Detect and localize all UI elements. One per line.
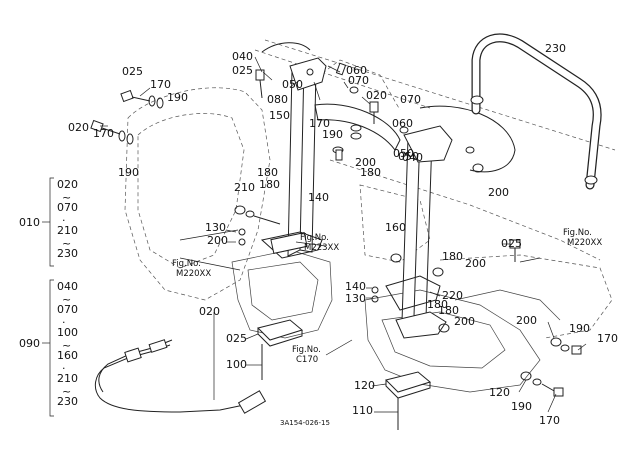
part-label: 060 bbox=[346, 64, 367, 77]
group-member: 040 bbox=[57, 280, 78, 293]
group-range-separator: ~ bbox=[62, 293, 71, 306]
part-label: 025 bbox=[501, 237, 522, 250]
part-label: 170 bbox=[309, 117, 330, 130]
group-member: 020 bbox=[57, 178, 78, 191]
group-member: 230 bbox=[57, 395, 78, 408]
part-label: 200 bbox=[516, 314, 537, 327]
part-label: 180 bbox=[257, 166, 278, 179]
part-label: 220 bbox=[442, 289, 463, 302]
figure-ref-line1: Fig.No. bbox=[563, 228, 592, 238]
part-label: 180 bbox=[427, 298, 448, 311]
drawing-code: 3A154-026-15 bbox=[280, 419, 330, 427]
part-label: 020 bbox=[366, 89, 387, 102]
group-member: 210 bbox=[57, 224, 78, 237]
part-label: 190 bbox=[118, 166, 139, 179]
figure-ref-line2: M223XX bbox=[304, 243, 339, 253]
figure-ref-line2: M220XX bbox=[176, 269, 211, 279]
group-range-separator: ~ bbox=[62, 237, 71, 250]
part-label: 050 bbox=[393, 147, 414, 160]
group-member: 230 bbox=[57, 247, 78, 260]
pedal-pads bbox=[257, 319, 432, 430]
figure-ref-line1: Fig.No. bbox=[292, 345, 321, 355]
part-label: 200 bbox=[465, 257, 486, 270]
part-label: 080 bbox=[267, 93, 288, 106]
part-label: 180 bbox=[438, 304, 459, 317]
part-label: 180 bbox=[360, 166, 381, 179]
part-label: 170 bbox=[93, 127, 114, 140]
part-label: 170 bbox=[539, 414, 560, 427]
part-label: 120 bbox=[489, 386, 510, 399]
pedal-covers bbox=[261, 42, 516, 173]
group-code: 090 bbox=[19, 337, 40, 350]
figure-references: Fig.No.M220XXFig.No.M223XXFig.No.C170Fig… bbox=[172, 228, 602, 365]
group-member: 210 bbox=[57, 372, 78, 385]
part-label: 190 bbox=[167, 91, 188, 104]
part-label: 230 bbox=[545, 42, 566, 55]
part-label: 190 bbox=[511, 400, 532, 413]
part-label: 180 bbox=[442, 250, 463, 263]
figure-ref: Fig.No.C170 bbox=[292, 345, 321, 365]
group-member: 070 bbox=[57, 201, 78, 214]
group-code: 010 bbox=[19, 216, 40, 229]
group-range-separator: · bbox=[62, 362, 66, 375]
part-label: 130 bbox=[345, 292, 366, 305]
part-label: 200 bbox=[207, 234, 228, 247]
part-label: 200 bbox=[488, 186, 509, 199]
part-label: 025 bbox=[122, 65, 143, 78]
part-label: 020 bbox=[199, 305, 220, 318]
part-label: 120 bbox=[354, 379, 375, 392]
part-label: 180 bbox=[259, 178, 280, 191]
group-range-separator: ~ bbox=[62, 339, 71, 352]
figure-ref-line1: Fig.No. bbox=[300, 233, 329, 243]
group-range-separator: · bbox=[62, 214, 66, 227]
left-pedal-column bbox=[260, 57, 327, 259]
part-label: 025 bbox=[232, 64, 253, 77]
part-label: 050 bbox=[398, 150, 419, 163]
part-label: 070 bbox=[348, 74, 369, 87]
figure-ref: Fig.No.M220XX bbox=[563, 228, 602, 248]
part-label: 140 bbox=[345, 280, 366, 293]
part-label: 140 bbox=[308, 191, 329, 204]
part-label: 060 bbox=[392, 117, 413, 130]
group-member: 100 bbox=[57, 326, 78, 339]
figure-ref-line2: C170 bbox=[296, 355, 318, 365]
group-brackets bbox=[42, 177, 54, 417]
part-label: 130 bbox=[205, 221, 226, 234]
part-label: 190 bbox=[569, 322, 590, 335]
group-range-separator: ~ bbox=[62, 191, 71, 204]
part-label: 020 bbox=[68, 121, 89, 134]
group-range-separator: ~ bbox=[62, 385, 71, 398]
grab-handle-230 bbox=[470, 33, 602, 190]
group-member: 070 bbox=[57, 303, 78, 316]
part-label: 160 bbox=[385, 221, 406, 234]
group-member: 160 bbox=[57, 349, 78, 362]
part-label: 050 bbox=[282, 78, 303, 91]
right-pedal-column bbox=[385, 125, 453, 339]
part-label: 040 bbox=[232, 50, 253, 63]
figure-ref: Fig.No.M223XX bbox=[300, 233, 339, 253]
figure-ref-line1: Fig.No. bbox=[172, 259, 201, 269]
control-cable-160 bbox=[94, 339, 267, 414]
part-label: 170 bbox=[597, 332, 618, 345]
part-label: 040 bbox=[402, 151, 423, 164]
part-label: 200 bbox=[355, 156, 376, 169]
group-range-separator: · bbox=[62, 316, 66, 329]
leader-lines bbox=[100, 56, 587, 413]
part-label: 070 bbox=[400, 93, 421, 106]
part-label: 150 bbox=[269, 109, 290, 122]
part-label: 210 bbox=[234, 181, 255, 194]
part-label: 110 bbox=[352, 404, 373, 417]
part-label: 100 bbox=[226, 358, 247, 371]
part-label: 200 bbox=[454, 315, 475, 328]
part-label: 025 bbox=[226, 332, 247, 345]
part-label: 190 bbox=[322, 128, 343, 141]
figure-ref-line2: M220XX bbox=[567, 238, 602, 248]
figure-ref: Fig.No.M220XX bbox=[172, 259, 211, 279]
assembly-groups: 010020~070·210~230090040~070·100~160·210… bbox=[19, 178, 78, 408]
part-label: 170 bbox=[150, 78, 171, 91]
